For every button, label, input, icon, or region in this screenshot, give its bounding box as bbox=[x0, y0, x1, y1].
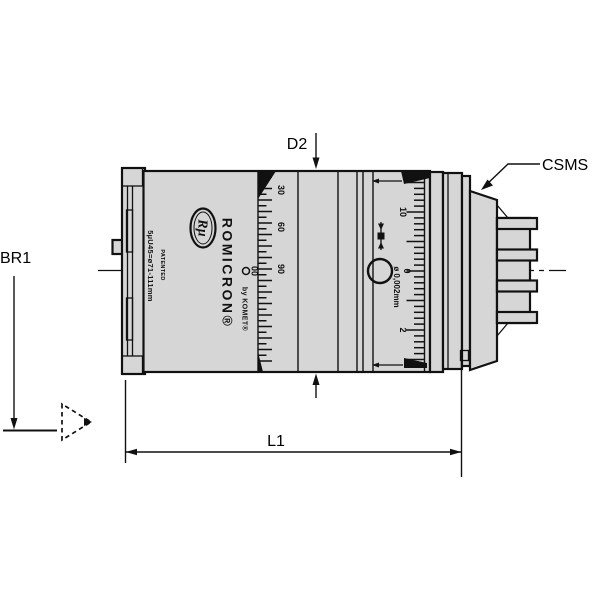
left-scale-number: 30 bbox=[276, 185, 286, 195]
index-dot bbox=[241, 266, 251, 276]
plug-top-chamfer bbox=[496, 204, 509, 219]
plug-ridge bbox=[495, 279, 539, 293]
body-branding: 5µU45=ø71-111mm PATENTED Rµ ROMICRON® by… bbox=[146, 207, 260, 332]
dial-bottom-index-arrow bbox=[372, 362, 379, 368]
scale-bottom-wedge bbox=[258, 352, 263, 372]
dial-top-wedge bbox=[401, 171, 430, 184]
plug-bottom-chamfer bbox=[496, 322, 509, 337]
dial-number: 0 bbox=[402, 268, 412, 273]
brand-text: ROMICRON® bbox=[220, 218, 236, 329]
spacer-ring bbox=[428, 170, 445, 374]
body-cylinder bbox=[142, 169, 432, 374]
scale-top-wedge bbox=[258, 171, 276, 199]
plug-ridge bbox=[495, 310, 539, 325]
view-direction-triangle bbox=[61, 402, 93, 442]
plug-core bbox=[495, 216, 532, 325]
left-scale-band: 30 60 90 bbox=[258, 171, 286, 372]
l1-arrowhead-right bbox=[450, 448, 462, 456]
csms-leader-line bbox=[483, 163, 540, 188]
logo-monogram: Rµ bbox=[195, 218, 210, 236]
dim-label-br1: BR1 bbox=[0, 250, 31, 267]
left-scale-number: 60 bbox=[276, 222, 286, 232]
csms-connection bbox=[428, 170, 539, 374]
washer-ring bbox=[460, 174, 472, 368]
model-designation-text: 5µU45=ø71-111mm bbox=[146, 230, 155, 302]
patented-text: PATENTED bbox=[159, 249, 165, 280]
right-dial-band: ø 0,002mm 10 0 2 00 bbox=[366, 171, 438, 372]
dial-number: 2 bbox=[398, 327, 408, 332]
flange-notch bbox=[459, 349, 470, 362]
dial-bottom-wedge bbox=[404, 358, 427, 368]
graduation-text: ø 0,002mm bbox=[392, 266, 401, 307]
csms-leader-arrowhead bbox=[481, 179, 493, 190]
dim-label-l1: L1 bbox=[267, 433, 285, 450]
body-zero-mark: 00 bbox=[250, 266, 260, 276]
annotations: D2 CSMS BR1 L1 bbox=[0, 133, 588, 477]
komet-logo-oval-inner bbox=[193, 211, 213, 245]
view-direction-tip bbox=[84, 418, 92, 426]
left-scale-ticks bbox=[258, 176, 272, 362]
dial-top-index-arrow bbox=[372, 178, 379, 184]
dial-number: 10 bbox=[398, 207, 408, 217]
dial-ticks bbox=[406, 181, 425, 361]
dim-label-d2: D2 bbox=[287, 136, 308, 153]
d2-arrowhead-top bbox=[312, 157, 320, 169]
adjustment-symbol bbox=[377, 222, 385, 250]
left-scale-number: 90 bbox=[276, 264, 286, 274]
br1-arrowhead bbox=[10, 418, 18, 430]
d2-arrowhead-bottom bbox=[312, 373, 320, 385]
taper-collar bbox=[468, 189, 499, 372]
plug-ridge bbox=[495, 248, 539, 262]
cap-slot-upper bbox=[125, 209, 134, 253]
plug-ridge bbox=[495, 216, 539, 231]
adjustment-knob-circle bbox=[366, 257, 394, 285]
label-csms: CSMS bbox=[542, 157, 588, 174]
komet-logo-oval bbox=[189, 207, 217, 249]
brand-by-text: by KOMET® bbox=[241, 287, 249, 332]
tool-body bbox=[142, 169, 432, 374]
l1-arrowhead-left bbox=[125, 448, 137, 456]
flange-ring bbox=[441, 171, 464, 371]
cap-slot-lower bbox=[125, 297, 134, 341]
cap-body bbox=[120, 166, 147, 376]
